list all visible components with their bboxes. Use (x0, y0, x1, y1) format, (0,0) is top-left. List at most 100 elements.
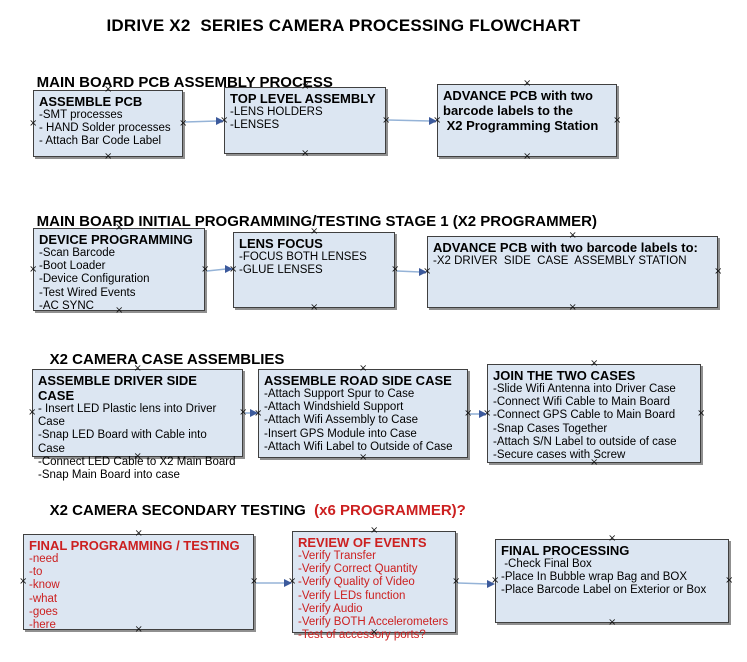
box-title: ADVANCE PCB with two barcode labels to: (433, 240, 698, 255)
connection-point-icon (134, 365, 142, 373)
connection-point-icon (29, 120, 37, 128)
flow-box-assemble-driver-side-case[interactable]: ASSEMBLE DRIVER SIDE CASE - Insert LED P… (32, 369, 243, 481)
connection-point-icon (288, 578, 296, 586)
connection-point-icon (697, 410, 705, 418)
flow-arrow[interactable] (387, 117, 437, 125)
connection-point-icon (104, 86, 112, 94)
connection-point-icon (725, 577, 733, 585)
box-title: FINAL PROCESSING (501, 543, 630, 558)
connection-point-icon (483, 410, 491, 418)
box-item: - HAND Solder processes (39, 122, 171, 135)
box-item: -SMT processes (39, 109, 123, 121)
connection-point-icon (523, 80, 531, 88)
section-heading-text: X2 CAMERA CASE ASSEMBLIES (49, 351, 285, 368)
box-title: TOP LEVEL ASSEMBLY (230, 91, 376, 106)
box-item: -Verify LEDs function (298, 589, 406, 602)
flow-box-final-processing[interactable]: FINAL PROCESSING -Check Final Box -Place… (495, 539, 729, 623)
flow-box-join-the-two-cases[interactable]: JOIN THE TWO CASES -Slide Wifi Antenna i… (487, 364, 701, 463)
box-item: -what (29, 592, 58, 605)
box-title: ASSEMBLE ROAD SIDE CASE (264, 373, 452, 388)
connection-point-icon (452, 578, 460, 586)
connection-point-icon (433, 117, 441, 125)
connection-point-icon (115, 224, 123, 232)
box-item: -Test Wired Events (39, 286, 136, 299)
box-item: -to (29, 566, 43, 579)
box-title: REVIEW OF EVENTS (298, 535, 427, 550)
box-item: -GLUE LENSES (239, 264, 323, 277)
box-item: - Attach Bar Code Label (39, 135, 162, 148)
connection-point-icon (135, 626, 143, 634)
connection-point-icon (301, 83, 309, 91)
connection-point-icon (220, 117, 228, 125)
connection-point-icon (134, 453, 142, 461)
connection-point-icon (714, 268, 722, 276)
box-item: -need (29, 553, 59, 565)
connection-point-icon (423, 268, 431, 276)
box-item: -X2 DRIVER SIDE CASE ASSEMBLY STATION (433, 255, 687, 267)
connection-point-icon (28, 409, 36, 417)
connection-point-icon (608, 619, 616, 627)
flow-box-device-programming[interactable]: DEVICE PROGRAMMING -Scan Barcode -Boot L… (33, 228, 205, 312)
flow-box-top-level-assembly[interactable]: TOP LEVEL ASSEMBLY -LENS HOLDERS -LENSES (224, 87, 386, 154)
box-item: -FOCUS BOTH LENSES (239, 251, 367, 263)
section-heading-text: MAIN BOARD INITIAL PROGRAMMING/TESTING S… (36, 213, 597, 230)
section-heading-initial-programming: MAIN BOARD INITIAL PROGRAMMING/TESTING S… (20, 196, 597, 247)
box-item: -Scan Barcode (39, 247, 116, 259)
section-heading-case-assemblies: X2 CAMERA CASE ASSEMBLIES (33, 334, 285, 385)
box-title: ASSEMBLE PCB (39, 94, 143, 109)
box-item: -Connect Wifi Cable to Main Board (493, 396, 671, 409)
flow-box-assemble-road-side-case[interactable]: ASSEMBLE ROAD SIDE CASE -Attach Support … (258, 369, 468, 458)
connection-point-icon (370, 629, 378, 637)
connection-point-icon (229, 266, 237, 274)
connection-point-icon (523, 153, 531, 161)
box-item: -Verify Correct Quantity (298, 563, 418, 576)
box-item: -Snap Cases Together (493, 422, 608, 435)
connection-point-icon (301, 150, 309, 158)
section-heading-red-text: (x6 PROGRAMMER)? (309, 502, 466, 519)
box-item: -Snap LED Board with Cable into Case (38, 429, 210, 455)
box-item: - Insert LED Plastic lens into Driver Ca… (38, 403, 220, 429)
connection-point-icon (382, 117, 390, 125)
flow-box-advance-pcb-driver-side-station[interactable]: ADVANCE PCB with two barcode labels to: … (427, 236, 718, 308)
connection-point-icon (201, 266, 209, 274)
connection-point-icon (115, 307, 123, 315)
box-item: -here (29, 619, 56, 632)
box-item: -Secure cases with Screw (493, 449, 626, 462)
connection-point-icon (104, 153, 112, 161)
box-item: -Check Final Box (501, 558, 592, 570)
connection-point-icon (491, 577, 499, 585)
box-item: -Attach Wifi Assembly to Case (264, 414, 419, 427)
flow-box-assemble-pcb[interactable]: ASSEMBLE PCB -SMT processes - HAND Solde… (33, 90, 183, 157)
box-title: JOIN THE TWO CASES (493, 368, 636, 383)
flow-box-review-of-events[interactable]: REVIEW OF EVENTS -Verify Transfer -Verif… (292, 531, 456, 641)
box-item: -Connect GPS Cable to Main Board (493, 409, 676, 422)
section-heading-text: X2 CAMERA SECONDARY TESTING (49, 502, 310, 519)
flow-arrow[interactable] (256, 579, 292, 587)
section-heading-pcb-assembly: MAIN BOARD PCB ASSEMBLY PROCESS (20, 57, 333, 108)
connection-point-icon (254, 410, 262, 418)
connection-point-icon (310, 228, 318, 236)
box-item: -Connect LED Cable to X2 Main Board (38, 455, 236, 468)
box-item: -Device Configuration (39, 273, 150, 286)
box-item: -Insert GPS Module into Case (264, 427, 417, 440)
box-item: -AC SYNC (39, 299, 94, 312)
flow-box-final-programming-testing[interactable]: FINAL PROGRAMMING / TESTING -need -to -k… (23, 534, 254, 632)
box-item: -Verify Audio (298, 602, 363, 615)
box-title: ASSEMBLE DRIVER SIDE CASE (38, 373, 201, 403)
flow-box-advance-pcb-programming-station[interactable]: ADVANCE PCB with two barcode labels to t… (437, 84, 617, 157)
flow-arrow[interactable] (184, 117, 224, 125)
flow-arrow[interactable] (457, 580, 495, 588)
box-item: -Verify BOTH Accelerometers (298, 616, 449, 629)
connection-point-icon (590, 360, 598, 368)
box-item: -Verify Transfer (298, 550, 376, 562)
box-title: LENS FOCUS (239, 236, 323, 251)
flow-box-lens-focus[interactable]: LENS FOCUS -FOCUS BOTH LENSES -GLUE LENS… (233, 232, 395, 308)
connection-point-icon (464, 410, 472, 418)
connection-point-icon (19, 578, 27, 586)
connection-point-icon (359, 365, 367, 373)
box-item: -Place In Bubble wrap Bag and BOX (501, 571, 688, 584)
box-item: -know (29, 579, 60, 592)
connection-point-icon (29, 266, 37, 274)
connection-point-icon (135, 530, 143, 538)
